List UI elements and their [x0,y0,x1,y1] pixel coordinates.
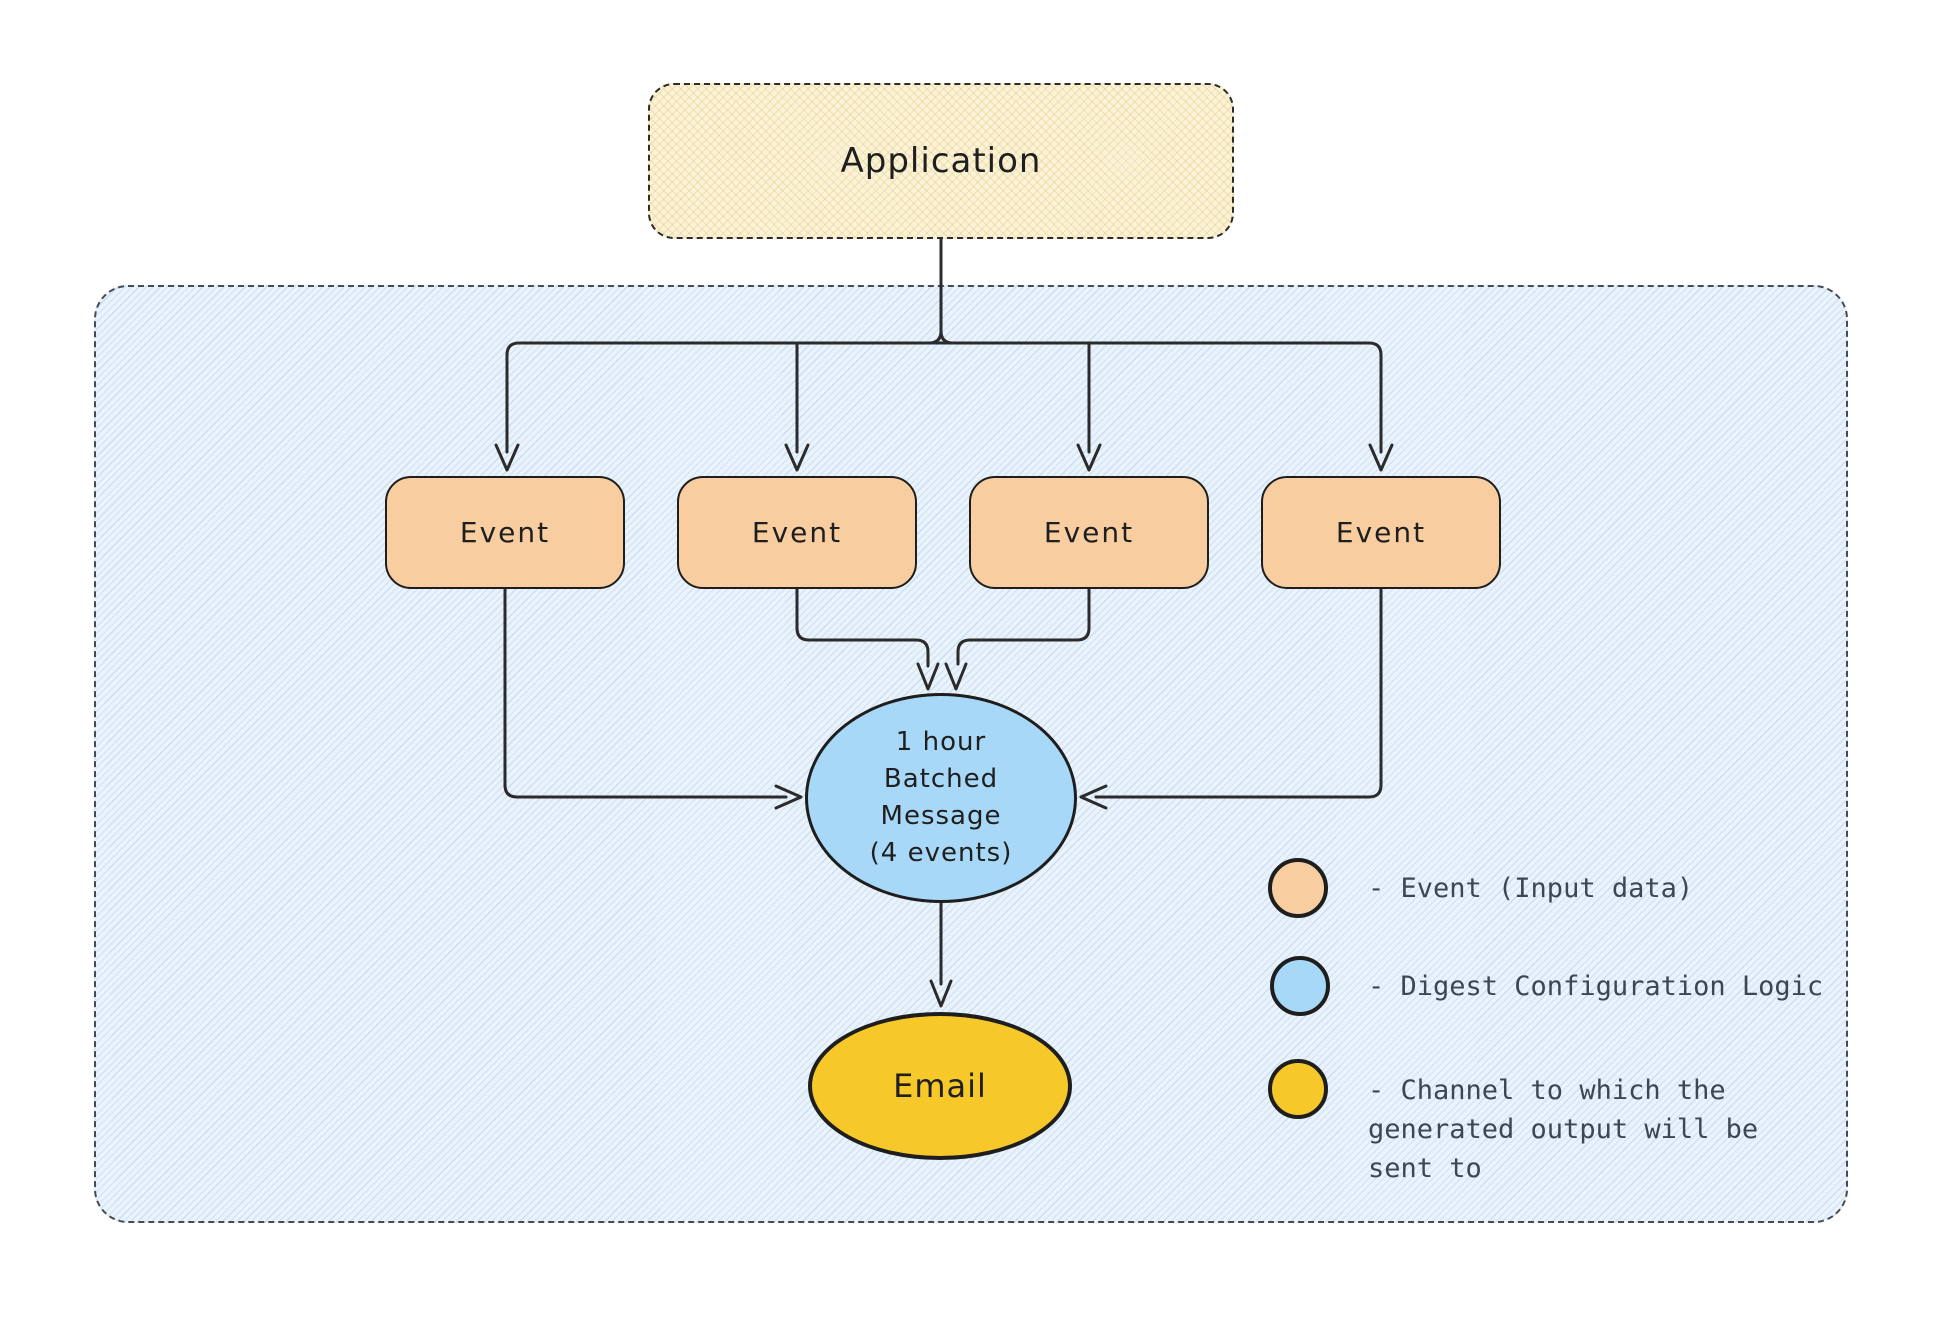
edge-application-stem [927,237,955,345]
node-event-label: Event [1335,516,1427,549]
arrowhead-event1 [494,443,520,472]
arrowhead-event2 [784,443,810,472]
channel-swatch-icon [1268,1059,1328,1119]
legend-label-event: - Event (Input data) [1368,872,1694,904]
edge-event1-digest [503,587,788,799]
arrowhead-digest-left [774,784,803,810]
legend-item-channel: - Channel to which the generated output … [1268,1059,1758,1188]
arrowhead-digest-top-left [916,662,940,691]
node-application-label: Application [840,141,1042,181]
node-event-label: Event [1043,516,1135,549]
node-event-1: Event [385,476,625,589]
legend-item-event: - Event (Input data) [1268,858,1693,918]
node-event-4: Event [1261,476,1501,589]
node-application: Application [648,83,1234,239]
digest-swatch-icon [1270,956,1330,1016]
edge-event3-digest [956,587,1091,666]
node-batched-message-label: 1 hour Batched Message (4 events) [869,727,1013,868]
edge-fanout-branch [505,341,1383,454]
node-batched-message: 1 hour Batched Message (4 events) [805,693,1077,903]
arrowhead-digest-top-right [944,662,968,691]
event-swatch-icon [1268,858,1328,918]
edge-event4-digest [1094,587,1383,799]
arrowhead-channel [929,979,953,1008]
legend-label-digest: - Digest Configuration Logic [1368,970,1824,1002]
legend-label-channel: - Channel to which the generated output … [1368,1075,1759,1184]
node-event-3: Event [969,476,1209,589]
arrowhead-event3 [1076,443,1102,472]
node-email-label: Email [893,1067,987,1105]
node-event-label: Event [751,516,843,549]
edge-event2-digest [795,587,930,668]
node-event-label: Event [459,516,551,549]
arrowhead-digest-right [1079,784,1108,810]
legend-item-digest: - Digest Configuration Logic [1270,956,1823,1016]
node-event-2: Event [677,476,917,589]
node-email: Email [808,1012,1072,1160]
arrowhead-event4 [1368,443,1394,472]
